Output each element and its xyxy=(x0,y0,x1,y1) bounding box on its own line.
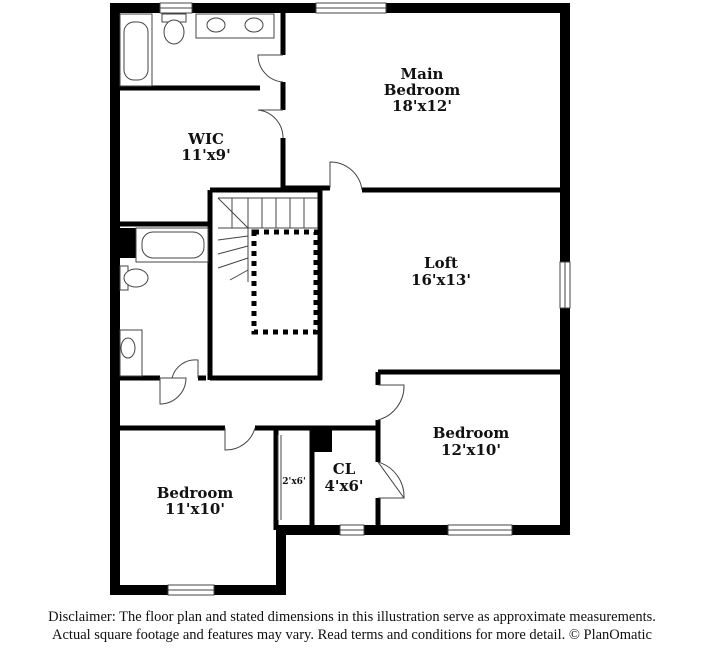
bedroom-left-name: Bedroom xyxy=(157,484,234,502)
main-bedroom-name-2: Bedroom xyxy=(384,81,461,99)
disclaimer-line-1: Disclaimer: The floor plan and stated di… xyxy=(48,609,656,625)
bathroom-fixtures xyxy=(119,13,275,377)
main-bedroom-name-1: Main xyxy=(401,65,444,83)
linen-doors xyxy=(277,435,282,520)
window-lines xyxy=(160,7,566,591)
bedroom-right-dims: 12'x10' xyxy=(441,441,501,459)
disclaimer-line-2: Actual square footage and features may v… xyxy=(52,627,652,643)
doors xyxy=(159,54,405,499)
main-bedroom-dims: 18'x12' xyxy=(392,97,452,115)
loft-dims: 16'x13' xyxy=(411,271,471,289)
wic-dims: 11'x9' xyxy=(181,146,230,164)
bedroom-right-name: Bedroom xyxy=(433,424,510,442)
loft-name: Loft xyxy=(424,254,458,272)
linen-dims: 2'x6' xyxy=(282,477,305,487)
wic-name: WIC xyxy=(187,130,224,148)
interior-walls xyxy=(118,12,562,530)
floor-plan: Main Bedroom 18'x12' WIC 11'x9' Loft 16'… xyxy=(110,2,571,596)
stairs xyxy=(217,197,318,282)
closet-name: CL xyxy=(333,460,356,478)
room-labels: Main Bedroom 18'x12' WIC 11'x9' Loft 16'… xyxy=(157,65,510,518)
wall-blocks xyxy=(118,228,332,452)
bedroom-left-dims: 11'x10' xyxy=(165,500,225,518)
stair-opening-railing xyxy=(251,229,319,335)
closet-dims: 4'x6' xyxy=(324,477,363,495)
